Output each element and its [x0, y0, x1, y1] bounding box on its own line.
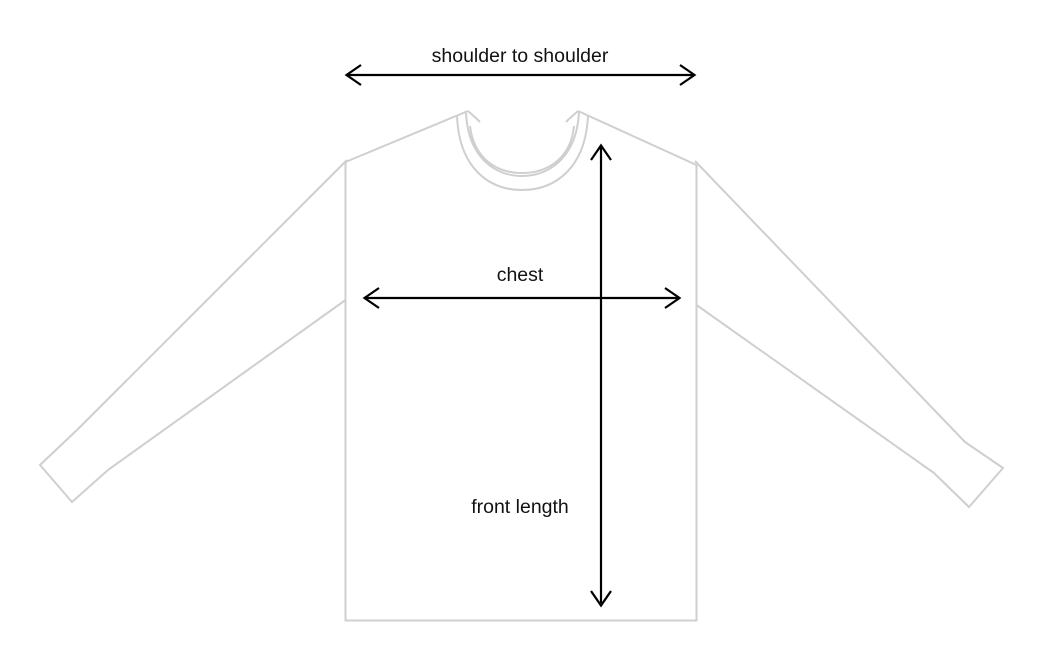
- chest-arrowhead-left: [362, 287, 380, 309]
- measurement-chest: chest: [362, 260, 682, 309]
- right-cuff-outline: [933, 441, 1005, 509]
- measurement-front-length: front length: [446, 143, 612, 608]
- shirt-body-outline: [344, 162, 698, 622]
- left-neck-joint: [467, 110, 481, 123]
- collar-outer-arc: [456, 114, 589, 192]
- garment-outline-group: [38, 110, 1005, 622]
- measurement-shoulder-to-shoulder: shoulder to shoulder: [344, 42, 697, 86]
- left-cuff-outline: [38, 429, 109, 504]
- left-shoulder-seam: [345, 110, 469, 163]
- shoulder-to-shoulder-label-backdrop: [400, 42, 640, 69]
- shoulder-to-shoulder-arrowhead-left: [344, 64, 362, 86]
- front-length-arrowhead-bottom: [590, 590, 612, 608]
- collar-band-arc: [465, 111, 580, 178]
- chest-label: chest: [497, 264, 544, 286]
- right-shoulder-seam: [577, 110, 697, 166]
- shoulder-to-shoulder-arrowhead-right: [679, 64, 697, 86]
- front-length-label-backdrop: [446, 492, 594, 520]
- right-sleeve-top-seam: [694, 160, 966, 443]
- chest-arrowhead-right: [664, 287, 682, 309]
- front-length-arrowhead-top: [590, 143, 612, 161]
- front-length-label: front length: [471, 496, 569, 518]
- right-sleeve-under-seam: [695, 304, 935, 474]
- right-neck-joint: [565, 110, 579, 123]
- collar-inner-rib-arc: [469, 125, 575, 175]
- left-sleeve-top-seam: [76, 159, 348, 431]
- left-sleeve-under-seam: [107, 299, 347, 471]
- shoulder-to-shoulder-label: shoulder to shoulder: [432, 45, 609, 67]
- chest-label-backdrop: [476, 260, 564, 287]
